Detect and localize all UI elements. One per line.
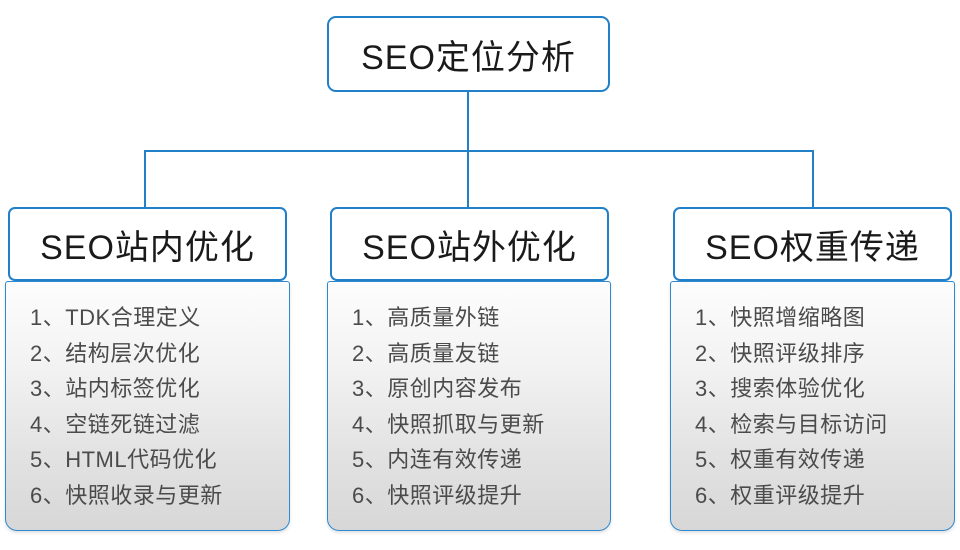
connector-drop-center [467,150,469,208]
branch-node-onsite-optimization: SEO站内优化 [8,207,287,281]
panel-onsite-optimization: 1、TDK合理定义 2、结构层次优化 3、站内标签优化 4、空链死链过滤 5、H… [5,281,290,531]
branch-node-title: SEO站外优化 [362,228,577,267]
list-item: 4、检索与目标访问 [695,411,888,437]
list-item: 6、快照收录与更新 [30,482,223,508]
list-item: 2、高质量友链 [352,340,500,366]
branch-node-offsite-optimization: SEO站外优化 [330,207,609,281]
root-node-seo-positioning: SEO定位分析 [327,16,610,92]
list-item: 5、内连有效传递 [352,447,523,472]
item-list: 1、高质量外链 2、高质量友链 3、原创内容发布 4、快照抓取与更新 5、内连有… [328,282,610,513]
list-item: 3、原创内容发布 [352,376,523,401]
root-node-title: SEO定位分析 [361,38,576,77]
list-item: 1、TDK合理定义 [30,305,201,330]
panel-weight-transfer: 1、快照增缩略图 2、快照评级排序 3、搜索体验优化 4、检索与目标访问 5、权… [670,281,955,531]
connector-root-stem [467,92,469,151]
item-list: 1、TDK合理定义 2、结构层次优化 3、站内标签优化 4、空链死链过滤 5、H… [6,282,289,513]
list-item: 1、高质量外链 [352,305,500,330]
list-item: 4、空链死链过滤 [30,411,201,437]
item-list: 1、快照增缩略图 2、快照评级排序 3、搜索体验优化 4、检索与目标访问 5、权… [671,282,954,513]
connector-drop-left [144,150,146,208]
list-item: 4、快照抓取与更新 [352,411,545,437]
list-item: 2、结构层次优化 [30,340,201,366]
list-item: 1、快照增缩略图 [695,305,866,330]
list-item: 6、快照评级提升 [352,482,523,508]
connector-branch-bar [144,150,814,152]
list-item: 6、权重评级提升 [695,482,866,508]
branch-node-weight-transfer: SEO权重传递 [673,207,952,281]
list-item: 5、HTML代码优化 [30,447,218,472]
list-item: 5、权重有效传递 [695,447,866,472]
branch-node-title: SEO站内优化 [40,228,255,267]
list-item: 3、站内标签优化 [30,376,201,401]
list-item: 3、搜索体验优化 [695,376,866,401]
panel-offsite-optimization: 1、高质量外链 2、高质量友链 3、原创内容发布 4、快照抓取与更新 5、内连有… [327,281,611,531]
branch-node-title: SEO权重传递 [705,228,920,267]
connector-drop-right [812,150,814,208]
list-item: 2、快照评级排序 [695,340,866,366]
